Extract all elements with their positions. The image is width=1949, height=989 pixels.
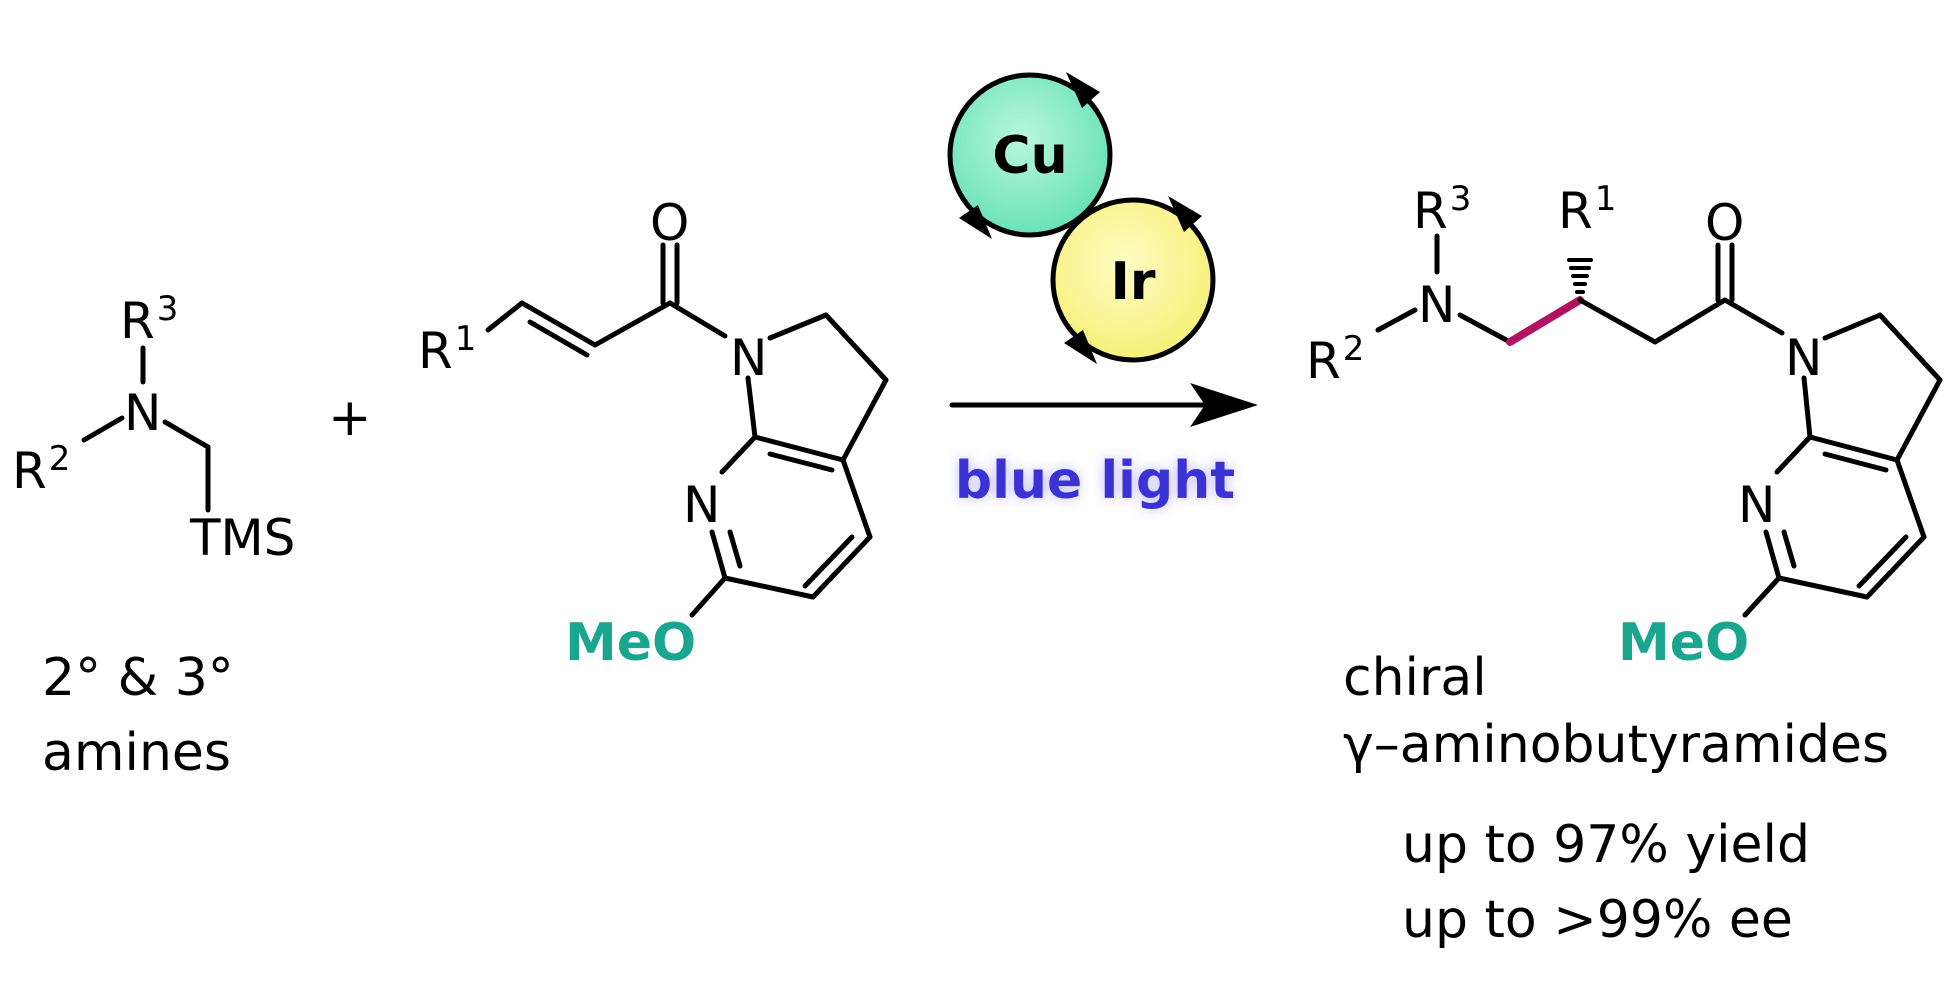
reaction-arrow-head-icon: [1190, 383, 1258, 427]
amine-r2-label: R2: [12, 439, 70, 500]
acryl-c7a-c3a-inner-bond: [767, 451, 835, 473]
cu-cycle-arrow-icon: [1066, 72, 1100, 108]
cu-cycle-arrow-icon-2: [959, 205, 992, 239]
prod-ch2-co-bond: [1652, 297, 1728, 345]
prod-ch2-c3a-bond: [1894, 377, 1943, 463]
yield-text: up to 97% yield: [1402, 815, 1810, 875]
prod-c7a-c3a-inner-bond: [1822, 451, 1889, 473]
ir-catalyst-circle: [1050, 197, 1216, 363]
acryl-c6-pyn-bond: [709, 529, 728, 581]
acryl-o-label: O: [650, 194, 689, 252]
prod-r1-label: R1: [1558, 179, 1616, 240]
acryl-pyridine-n-label: N: [683, 476, 720, 534]
ir-cycle-arrow-icon: [1168, 196, 1202, 232]
acryl-c-co-bond: [592, 300, 673, 348]
acrylamide-reagent: R1 O N N MeO: [418, 194, 889, 673]
acryl-c5-c6-bond: [722, 575, 816, 600]
acryl-co-n-bond: [667, 300, 728, 339]
amine-r3-label: R3: [120, 289, 178, 350]
prod-c7a-pyn-bond: [1774, 434, 1813, 475]
blue-light-label: blue light: [955, 451, 1235, 511]
prod-r2-label: R2: [1306, 329, 1364, 390]
product-caption-line2: γ–aminobutyramides: [1343, 715, 1889, 775]
dual-catalyst: Cu Ir: [947, 72, 1216, 364]
prod-c3a-c4-bond: [1894, 457, 1927, 540]
acryl-meo-label: MeO: [565, 613, 696, 673]
amine-n-ch2-bond: [162, 419, 211, 450]
prod-hashed-wedge: [1567, 258, 1593, 294]
amine-r2-n-bond: [81, 415, 125, 443]
prod-r2-n-bond: [1375, 307, 1418, 333]
amine-tms-label: TMS: [189, 509, 295, 567]
amine-caption-line2: amines: [42, 723, 231, 783]
acryl-n-label: N: [730, 329, 767, 387]
prod-o-label: O: [1705, 194, 1744, 252]
prod-c7a-c3a-bond: [1807, 434, 1900, 463]
acryl-c6-pyn-inner-bond: [727, 529, 743, 569]
prod-n-c7a-bond: [1801, 375, 1813, 440]
prod-c4-c5-inner-bond: [1856, 534, 1909, 589]
acryl-r1-label: R1: [418, 319, 476, 380]
ir-cycle-arrow-icon-2: [1064, 330, 1097, 364]
reaction-arrow: [949, 383, 1258, 427]
prod-c5-c6-bond: [1776, 575, 1870, 600]
prod-c6-o-bond: [1742, 575, 1782, 618]
acryl-c7a-pyn-bond: [719, 434, 758, 475]
cu-label: Cu: [992, 126, 1067, 186]
acryl-c6-o-bond: [689, 575, 728, 618]
prod-n-ch2-ring-bond: [1822, 312, 1883, 341]
prod-meo-label: MeO: [1618, 613, 1749, 673]
acryl-ch2-c3a-bond: [840, 377, 889, 463]
acryl-r1-c-bond: [485, 300, 525, 333]
amine-n-label: N: [124, 384, 161, 442]
prod-amide-n-label: N: [1785, 329, 1822, 387]
ee-text: up to >99% ee: [1402, 890, 1793, 950]
prod-n-label: N: [1418, 276, 1455, 334]
acryl-c4-c5-bond: [810, 534, 873, 600]
acryl-alkene-inner-bond: [527, 319, 590, 358]
prod-c6-pyn-inner-bond: [1781, 529, 1797, 569]
prod-r3-label: R3: [1413, 179, 1471, 240]
prod-c4-c5-bond: [1864, 534, 1927, 600]
prod-n-ch2-bond: [1457, 312, 1513, 345]
acryl-alkene-bond: [519, 300, 598, 348]
prod-ch-ch2-bond: [1577, 297, 1658, 345]
product-molecule: R3 N R2 R1 O N N MeO: [1306, 179, 1943, 673]
acryl-n-c7a-bond: [745, 375, 758, 440]
amine-caption-line1: 2° & 3°: [42, 648, 234, 708]
prod-ch2-ch2-ring-bond: [1877, 312, 1943, 383]
prod-co-n-bond: [1722, 297, 1785, 336]
prod-pyridine-n-label: N: [1738, 476, 1775, 534]
acryl-ch2-ch2-bond: [823, 312, 889, 383]
product-caption-line1: chiral: [1343, 648, 1487, 708]
acryl-c7a-c3a-bond: [752, 434, 846, 463]
acryl-n-ch2-bond: [767, 312, 829, 341]
acryl-c4-c5-inner-bond: [802, 534, 855, 589]
prod-new-cc-bond: [1506, 296, 1584, 346]
amine-reagent: R3 N R2 TMS 2° & 3° amines: [12, 289, 295, 783]
cu-catalyst-circle: [947, 72, 1113, 238]
prod-c6-pyn-bond: [1763, 529, 1782, 581]
acryl-c3a-c4-bond: [840, 457, 873, 540]
ir-label: Ir: [1111, 252, 1156, 312]
plus-sign: +: [328, 388, 372, 448]
